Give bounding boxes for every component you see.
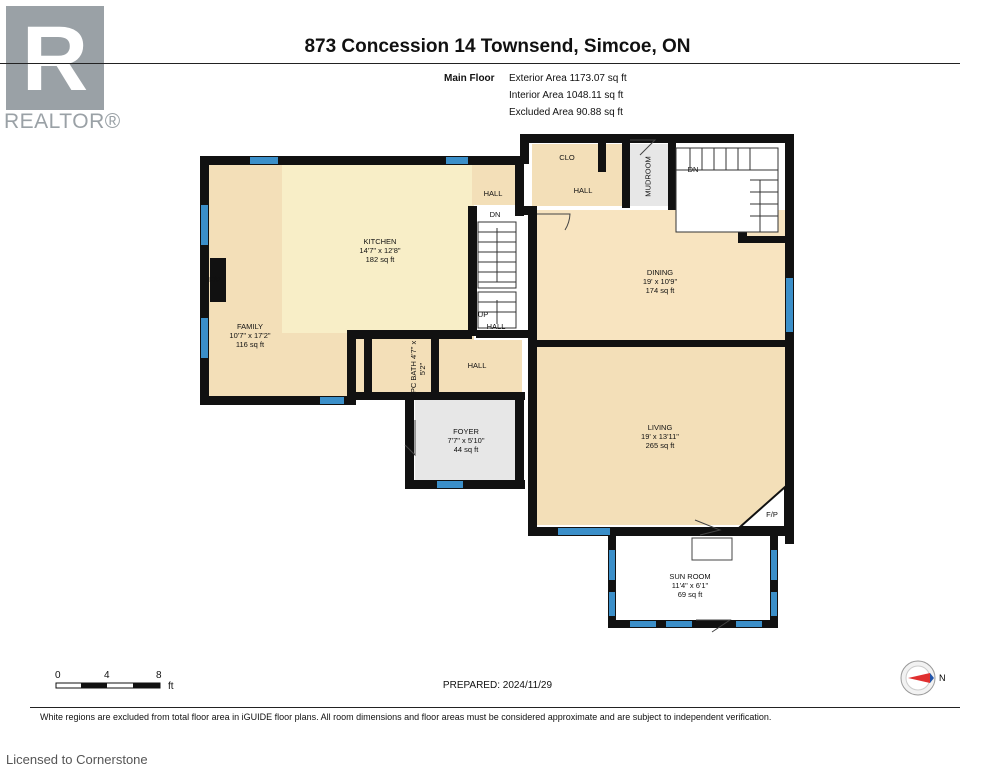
compass-icon: N bbox=[900, 660, 946, 696]
family-label: FAMILY 10'7" x 17'2" 116 sq ft bbox=[229, 322, 271, 349]
room-fills bbox=[208, 144, 787, 525]
living-fill bbox=[537, 347, 787, 525]
hall-label-4: HALL bbox=[467, 361, 487, 370]
fp-label-family: F/P bbox=[209, 275, 221, 284]
dn-label-1: DN bbox=[687, 165, 699, 174]
listing-title: 873 Concession 14 Townsend, Simcoe, ON bbox=[304, 36, 691, 57]
prepared-date: PREPARED: 2024/11/29 bbox=[442, 680, 553, 691]
bath-label: 2PC BATH 4'7" x 5'2" bbox=[409, 340, 427, 398]
kitchen-label: KITCHEN 14'7" x 12'8" 182 sq ft bbox=[359, 237, 401, 264]
living-label: LIVING 19' x 13'11" 265 sq ft bbox=[641, 423, 679, 450]
kitchen-fill bbox=[282, 165, 474, 333]
sunroom-label: SUN ROOM 11'4" x 6'1" 69 sq ft bbox=[669, 572, 711, 599]
mudroom-fill bbox=[627, 144, 670, 206]
exterior-area: Exterior Area 1173.07 sq ft bbox=[509, 73, 627, 84]
dining-label: DINING 19' x 10'9" 174 sq ft bbox=[642, 268, 678, 295]
hall-fill-3 bbox=[436, 340, 522, 392]
realtor-wordmark: REALTOR® bbox=[4, 110, 121, 133]
scale-graphic bbox=[55, 682, 161, 689]
interior-area: Interior Area 1048.11 sq ft bbox=[509, 90, 624, 101]
hall-fill-2 bbox=[532, 144, 626, 206]
footer-divider bbox=[30, 707, 960, 708]
license-watermark: Licensed to Cornerstone bbox=[6, 752, 148, 767]
scale-unit: ft bbox=[168, 681, 174, 692]
excluded-area: Excluded Area 90.88 sq ft bbox=[509, 107, 623, 118]
logo-letter: R bbox=[22, 8, 88, 110]
foyer-fill bbox=[415, 400, 518, 480]
stairs bbox=[477, 147, 779, 329]
scale-4: 4 bbox=[104, 670, 110, 681]
hall-fill-1 bbox=[472, 165, 520, 205]
realtor-logo: R bbox=[6, 6, 104, 110]
scale-8: 8 bbox=[156, 670, 162, 681]
hall-label-3: HALL bbox=[486, 322, 506, 331]
floor-label: Main Floor bbox=[444, 73, 495, 84]
dn-label-2: DN bbox=[489, 210, 501, 219]
closet-label: CLO bbox=[559, 153, 575, 162]
header-divider bbox=[0, 63, 960, 64]
mudroom-label: MUDROOM bbox=[643, 156, 653, 197]
bath-fill bbox=[370, 340, 432, 395]
foyer-label: FOYER 7'7" x 5'10" 44 sq ft bbox=[447, 427, 485, 454]
up-label: UP bbox=[477, 310, 489, 319]
disclaimer: White regions are excluded from total fl… bbox=[40, 712, 772, 722]
compass-n: N bbox=[939, 673, 946, 683]
hall-label-2: HALL bbox=[573, 186, 593, 195]
scale-0: 0 bbox=[55, 670, 61, 681]
fp-label-living: F/P bbox=[766, 510, 778, 519]
fireplace-living bbox=[737, 484, 786, 528]
hall-label-1: HALL bbox=[483, 189, 503, 198]
windows bbox=[201, 157, 793, 627]
